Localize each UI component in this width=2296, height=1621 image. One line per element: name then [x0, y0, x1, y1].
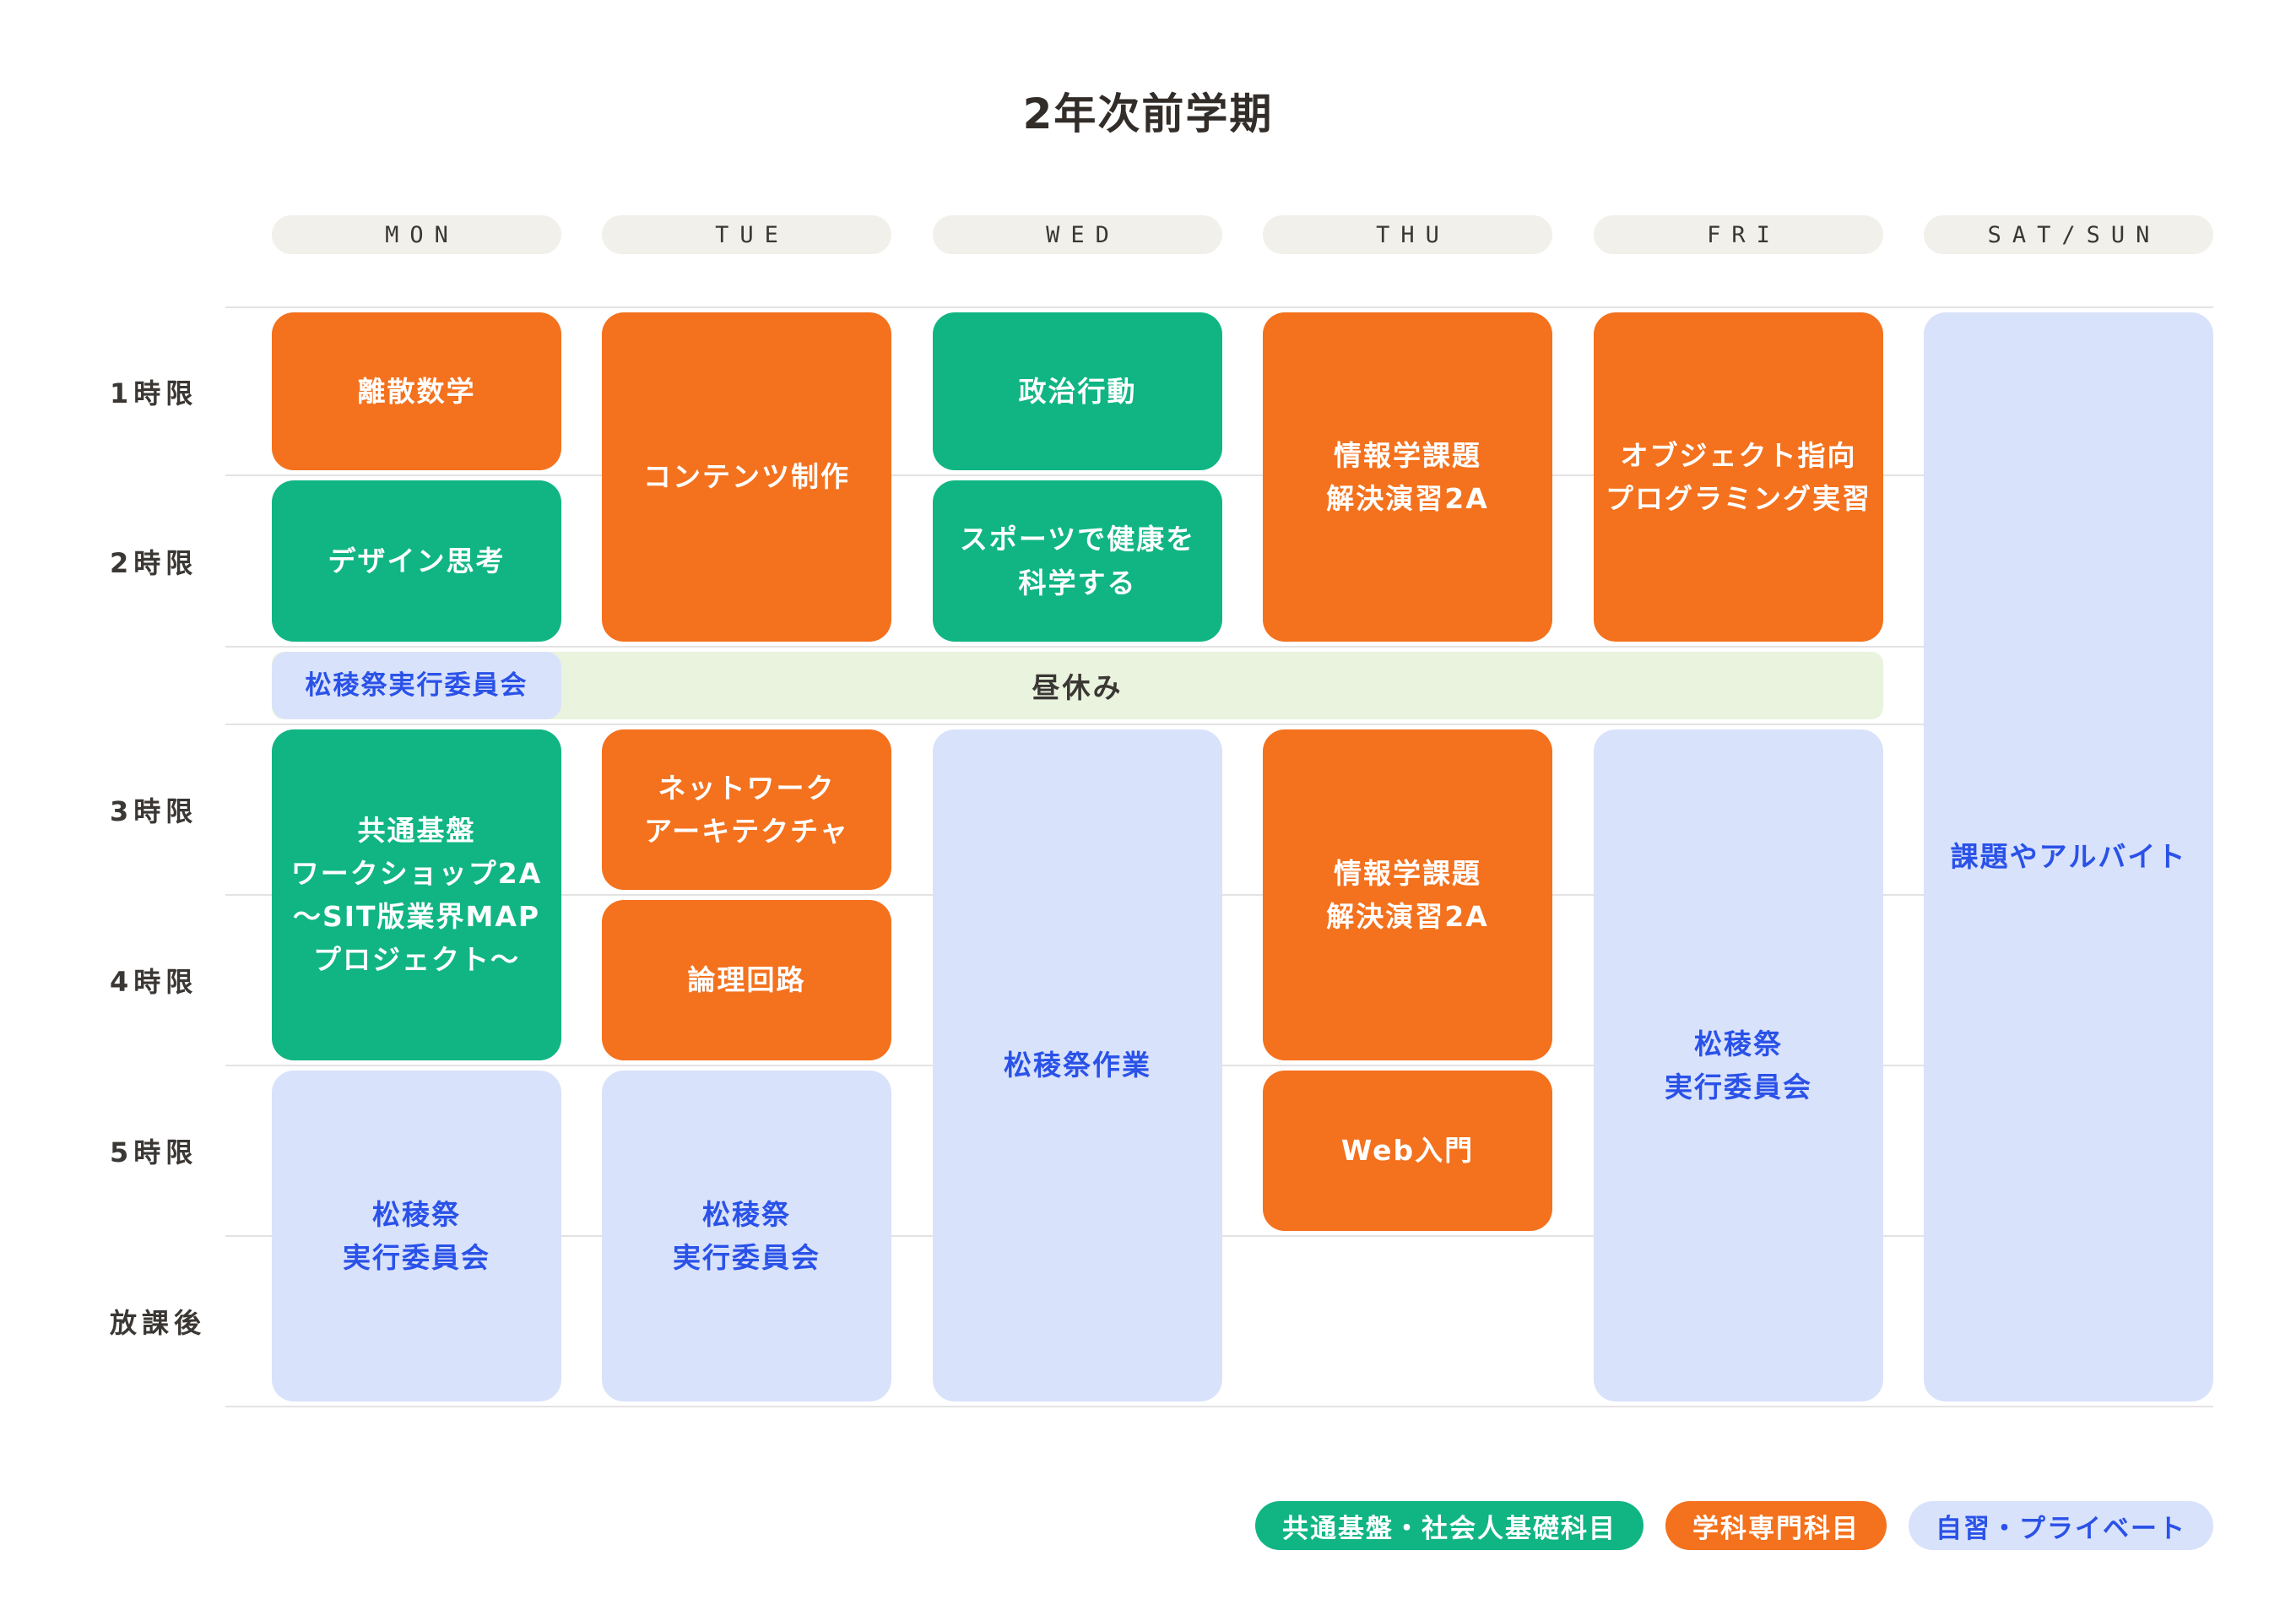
course-block-label: 情報学課題 [1334, 856, 1481, 890]
day-header-mon: MON [272, 215, 561, 254]
gridline [225, 646, 2213, 648]
course-block-mon-p5: 松稜祭実行委員会 [272, 1071, 561, 1401]
legend-private: 自習・プライベート [1909, 1501, 2213, 1550]
course-block-label: 論理回路 [687, 963, 806, 997]
course-block-mon-lunch: 松稜祭実行委員会 [272, 652, 561, 719]
course-block-label: 実行委員会 [673, 1241, 820, 1274]
course-block-label: アーキテクチャ [644, 815, 849, 848]
period-label-p3: 3時限 [110, 795, 198, 827]
period-label-p5: 5時限 [110, 1136, 198, 1168]
course-block-label: Web入門 [1340, 1134, 1475, 1168]
course-block-label: ネットワーク [658, 771, 836, 805]
course-block-label: 松稜祭作業 [1004, 1049, 1151, 1082]
course-block-tue-p1: コンテンツ制作 [602, 312, 891, 642]
course-block-label: ワークショップ2A [290, 856, 543, 890]
day-header-wed: WED [933, 215, 1222, 254]
period-label-p1: 1時限 [110, 377, 198, 409]
course-block-label: オブジェクト指向 [1620, 438, 1857, 472]
course-block-label: スポーツで健康を [959, 523, 1196, 556]
course-block-label: 松稜祭 [702, 1197, 791, 1231]
course-block-tue-p5: 松稜祭実行委員会 [602, 1071, 891, 1401]
course-block-label: デザイン思考 [328, 544, 506, 577]
gridline [225, 474, 2213, 476]
course-block-label: プロジェクト～ [313, 943, 520, 977]
gridline [225, 724, 2213, 725]
legend: 共通基盤・社会人基礎科目学科専門科目自習・プライベート [1255, 1501, 2213, 1550]
period-label-p2: 2時限 [110, 546, 198, 579]
course-block-wed-p2: スポーツで健康を科学する [933, 480, 1222, 642]
day-header-satsun: SAT/SUN [1924, 215, 2213, 254]
course-block-label: ～SIT版業界MAP [292, 900, 541, 933]
gridline [225, 306, 2213, 308]
course-block-label: 松稜祭実行委員会 [305, 670, 528, 701]
day-header-fri: FRI [1594, 215, 1883, 254]
course-block-label: 情報学課題 [1334, 438, 1481, 472]
course-block-label: 実行委員会 [1665, 1071, 1812, 1103]
period-label-after: 放課後 [110, 1307, 207, 1339]
period-label-p4: 4時限 [110, 966, 198, 998]
page-title: 2年次前学期 [1022, 89, 1274, 138]
course-block-mon-p3: 共通基盤ワークショップ2A ～SIT版業界MAP プロジェクト～ [272, 729, 561, 1060]
course-block-label: 政治行動 [1018, 374, 1137, 408]
course-block-label: 解決演習2A [1326, 900, 1489, 933]
course-block-label: 共通基盤 [357, 813, 476, 847]
course-block-satsun-p1: 課題やアルバイト [1924, 312, 2213, 1401]
legend-major: 学科専門科目 [1665, 1501, 1887, 1550]
course-block-label: 解決演習2A [1326, 482, 1489, 515]
gridline [225, 1406, 2213, 1407]
course-block-label: 松稜祭 [372, 1197, 461, 1231]
day-header-thu: THU [1263, 215, 1552, 254]
course-block-mon-p2: デザイン思考 [272, 480, 561, 642]
lunch-label: 昼休み [1032, 671, 1124, 704]
course-block-label: コンテンツ制作 [643, 460, 850, 494]
course-block-thu-p5: Web入門 [1263, 1071, 1552, 1231]
course-block-label: 科学する [1018, 566, 1137, 599]
day-header-tue: TUE [602, 215, 891, 254]
course-block-label: 松稜祭 [1694, 1027, 1783, 1060]
course-block-mon-p1: 離散数学 [272, 312, 561, 470]
course-block-wed-p1: 政治行動 [933, 312, 1222, 470]
course-block-label: プログラミング実習 [1606, 482, 1871, 515]
course-block-thu-p1: 情報学課題解決演習2A [1263, 312, 1552, 642]
course-block-label: 離散数学 [357, 374, 476, 408]
course-block-wed-p3: 松稜祭作業 [933, 729, 1222, 1401]
course-block-label: 課題やアルバイト [1950, 840, 2187, 874]
course-block-fri-p3: 松稜祭実行委員会 [1594, 729, 1883, 1401]
course-block-fri-p1: オブジェクト指向プログラミング実習 [1594, 312, 1883, 642]
course-block-tue-p4: 論理回路 [602, 900, 891, 1060]
course-block-tue-p3: ネットワークアーキテクチャ [602, 729, 891, 890]
course-block-thu-p3: 情報学課題解決演習2A [1263, 729, 1552, 1060]
legend-common: 共通基盤・社会人基礎科目 [1255, 1501, 1643, 1550]
course-block-label: 実行委員会 [343, 1241, 490, 1274]
